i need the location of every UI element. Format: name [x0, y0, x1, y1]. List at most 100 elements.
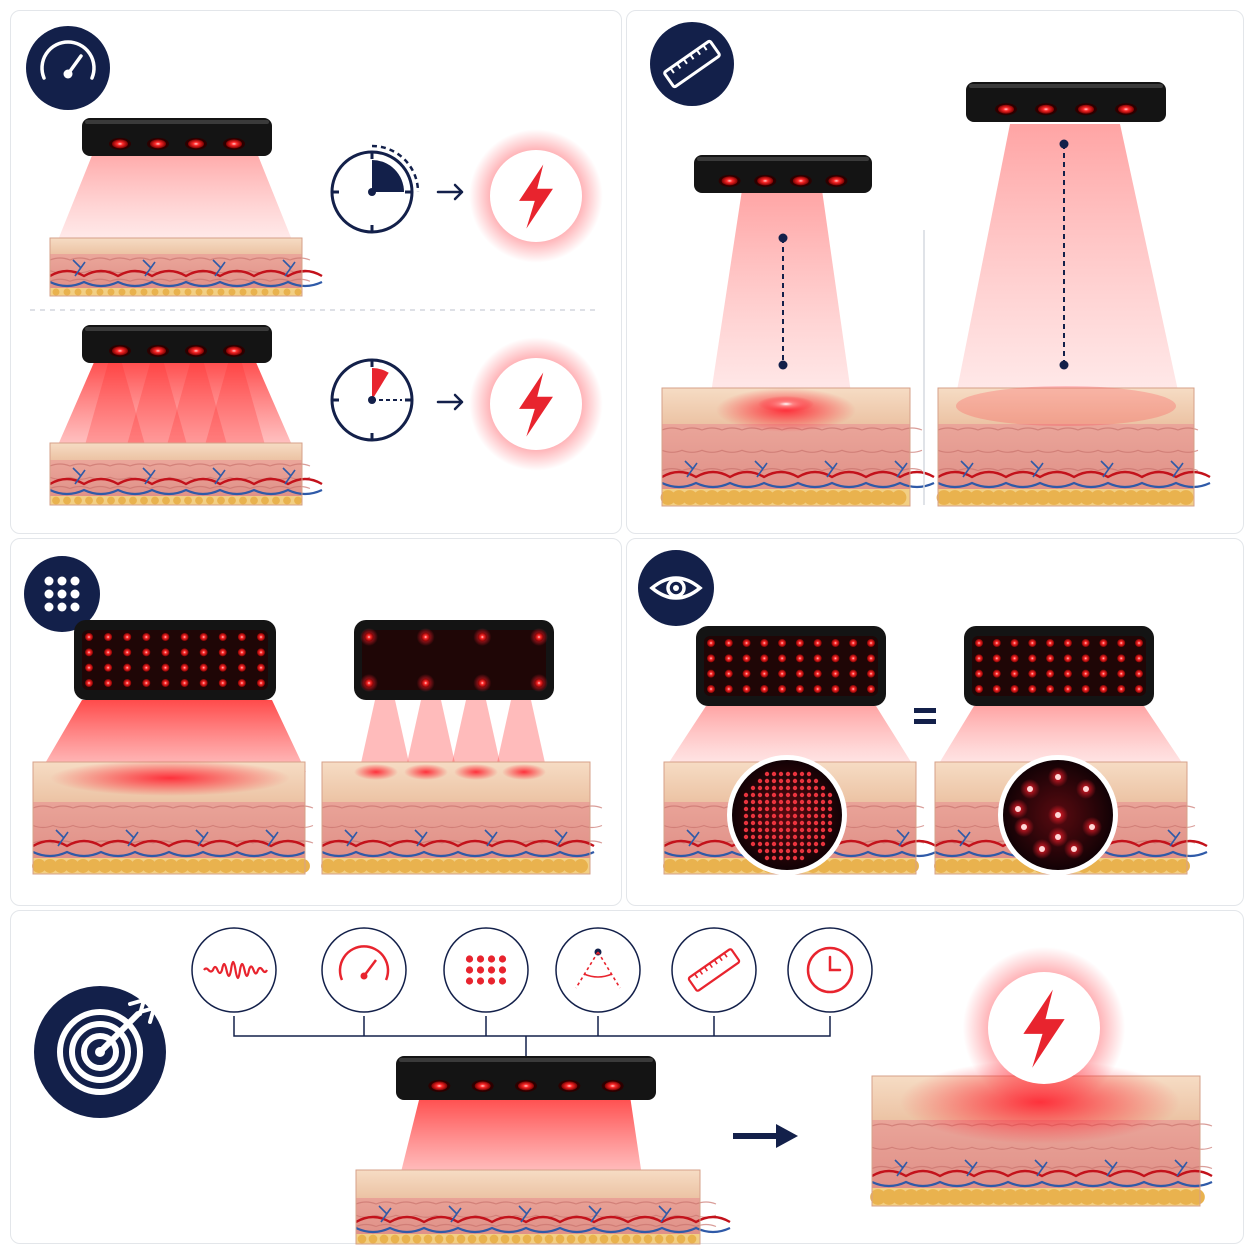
fat-cell	[1154, 859, 1168, 873]
fat-cell	[729, 859, 743, 873]
fat-cell	[272, 288, 280, 296]
angle-arc	[583, 973, 613, 978]
skin-block	[49, 237, 323, 297]
led	[813, 685, 822, 693]
hot-spot	[758, 396, 814, 412]
light-dot	[792, 827, 798, 833]
fat-cell	[654, 1234, 664, 1244]
arrow-icon	[436, 393, 464, 411]
grid-dot	[70, 589, 80, 599]
light-dot	[757, 806, 763, 812]
led	[1117, 639, 1126, 647]
fat-cell	[1046, 490, 1062, 505]
led	[724, 669, 733, 678]
fat-cell	[162, 496, 170, 505]
light-point	[1055, 834, 1061, 840]
fat-cell	[219, 859, 233, 873]
badge-circle	[650, 22, 734, 106]
fat-cell	[164, 859, 178, 873]
fat-cell	[1090, 1189, 1106, 1205]
fat-cell	[836, 490, 852, 505]
device-face	[82, 630, 268, 690]
led	[849, 639, 858, 647]
fat-cell	[945, 859, 959, 873]
fat-cell	[1121, 859, 1135, 873]
led	[123, 648, 132, 657]
led	[257, 633, 265, 641]
fat-cell	[173, 496, 181, 505]
light-dot	[799, 799, 805, 805]
vein-branch	[686, 829, 700, 847]
ruler-shape	[663, 39, 721, 89]
light-dot	[771, 813, 777, 819]
vein-branch	[957, 829, 971, 847]
ruler-icon	[663, 39, 721, 89]
light-dot	[820, 799, 826, 805]
light-dot	[785, 827, 791, 833]
fat-cell	[1178, 490, 1194, 505]
led	[742, 654, 751, 663]
light-dot	[827, 813, 833, 819]
device-highlight	[969, 84, 1163, 88]
gauge-hub	[360, 972, 368, 980]
fat-cell	[814, 490, 830, 505]
light-dot	[806, 792, 812, 798]
target-ring	[57, 1009, 143, 1095]
fat-cell	[409, 859, 423, 873]
led	[604, 1081, 621, 1091]
vein-branch	[1174, 1159, 1188, 1177]
vein-branch	[658, 1205, 672, 1223]
led	[180, 648, 189, 657]
fat-cell	[958, 490, 974, 505]
light-dot	[792, 771, 798, 777]
led	[867, 639, 875, 647]
led	[778, 685, 787, 693]
artery	[49, 269, 323, 278]
light-dot	[764, 855, 770, 861]
light-dot	[785, 855, 791, 861]
target-ring	[81, 1033, 119, 1071]
led	[867, 685, 875, 693]
led	[104, 633, 113, 641]
light-dot	[764, 806, 770, 812]
light-dot	[750, 820, 756, 826]
light-beam	[664, 706, 916, 770]
light-dot	[813, 806, 819, 812]
fat-cell	[1156, 1189, 1172, 1205]
fat-cell	[445, 1234, 455, 1244]
light-dot	[757, 813, 763, 819]
light-dot	[778, 834, 784, 840]
fat-cell	[285, 859, 299, 873]
light-dot	[813, 799, 819, 805]
vein-branch	[684, 460, 698, 478]
light-dot	[778, 855, 784, 861]
fat-cell	[186, 859, 200, 873]
vein	[937, 481, 1211, 489]
light-dot	[743, 820, 749, 826]
light-dot	[827, 827, 833, 833]
fat-cell	[239, 288, 247, 296]
light-dot	[743, 813, 749, 819]
fat-cell	[980, 1189, 996, 1205]
led	[724, 685, 733, 693]
grid-dot	[70, 602, 80, 612]
led	[534, 678, 544, 688]
light-dot	[827, 792, 833, 798]
eye-iris	[666, 578, 686, 598]
grid-dot	[70, 576, 80, 586]
led	[742, 669, 751, 678]
fat-cell	[118, 496, 126, 505]
device-highlight	[85, 327, 269, 331]
led-panel-device	[74, 620, 276, 700]
light-dot	[771, 827, 777, 833]
fat-cell	[423, 1234, 433, 1244]
led	[992, 654, 1001, 663]
light-dot	[792, 834, 798, 840]
vein-branch	[195, 829, 209, 847]
fat-cell	[883, 859, 897, 873]
fat-cell	[903, 1189, 919, 1205]
fat-cell	[1176, 859, 1190, 873]
clock-icon	[330, 358, 414, 442]
clock-center	[368, 188, 376, 196]
fat-cell	[574, 859, 588, 873]
